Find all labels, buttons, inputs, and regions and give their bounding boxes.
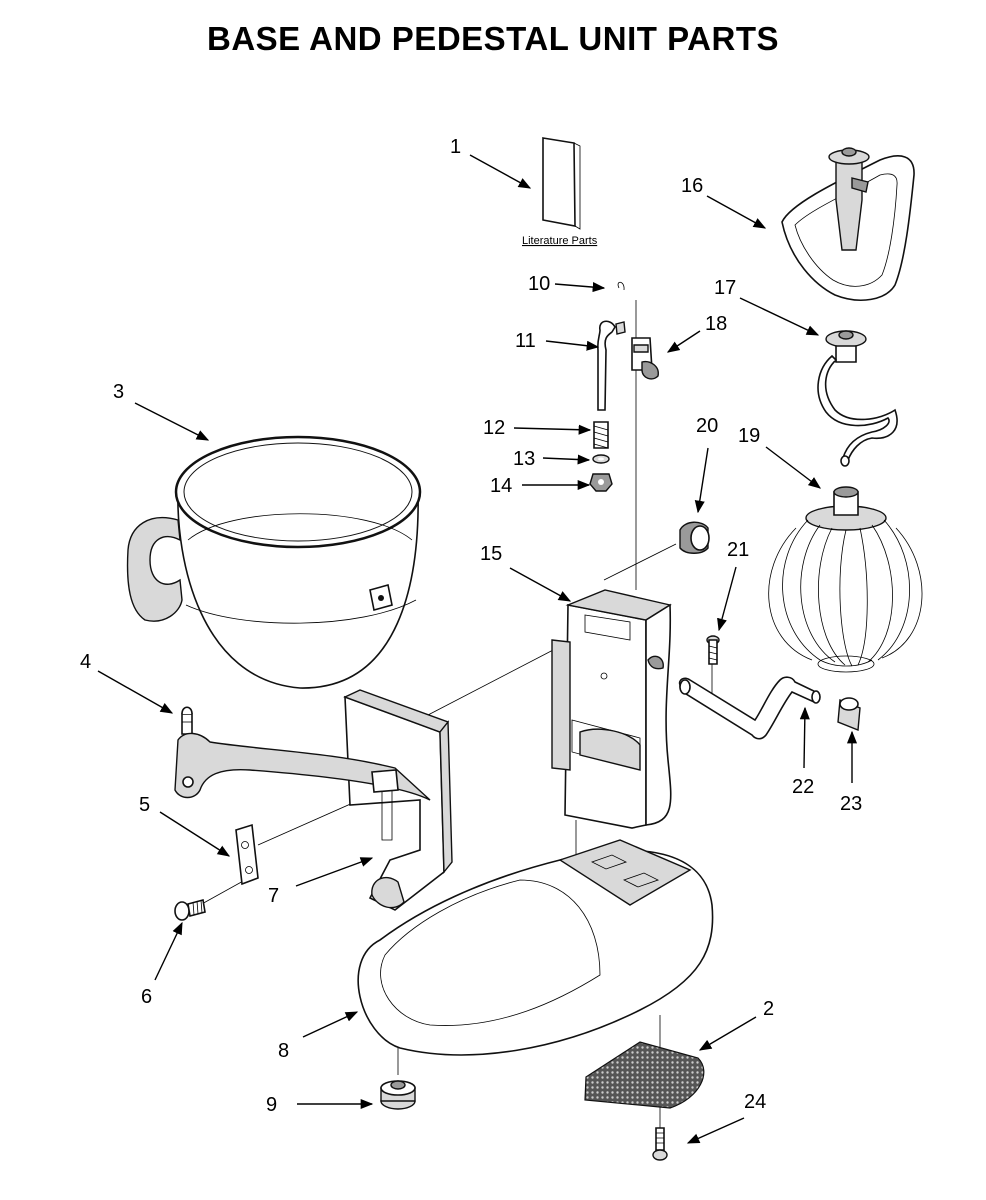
callout-3: 3 [113,381,124,403]
callout-12: 12 [483,417,505,439]
callout-15: 15 [480,543,502,565]
callout-9: 9 [266,1094,277,1116]
callout-16: 16 [681,175,703,197]
bowl-support-bracket [343,689,453,911]
callout-5: 5 [139,794,150,816]
callout-13: 13 [513,448,535,470]
callout-20: 20 [696,415,718,437]
lock-rod [596,320,616,411]
callout-10: 10 [528,273,550,295]
hinge-plate [235,823,259,886]
callout-4: 4 [80,651,91,673]
bowl-support-arm [174,732,431,801]
callout-14: 14 [490,475,512,497]
rubber-foot [380,1080,416,1110]
callout-arrows [97,154,858,1144]
callout-18: 18 [705,313,727,335]
bowl-pin [181,706,193,735]
knob [679,521,710,554]
crank-grip [837,697,861,731]
screw-24 [652,1127,668,1161]
callout-2: 2 [763,998,774,1020]
callout-22: 22 [792,776,814,798]
diagram-title: BASE AND PEDESTAL UNIT PARTS [207,20,779,57]
callout-8: 8 [278,1040,289,1062]
screw-21 [706,635,720,665]
wire-whip [768,486,923,673]
callout-7: 7 [268,885,279,907]
mixing-bowl [126,435,422,689]
crank-handle [678,676,821,740]
mixer-base [357,839,714,1056]
callout-19: 19 [738,425,760,447]
screw-6 [174,899,206,921]
base-mesh-pad [584,1041,705,1109]
callout-24: 24 [744,1091,766,1113]
callout-numbers: 1 10 11 18 12 13 14 3 16 17 19 20 15 21 … [80,136,862,1116]
lock-rod-assembly [589,281,626,492]
callout-11: 11 [515,330,536,352]
callout-23: 23 [840,793,862,815]
dough-hook [817,330,898,467]
retaining-clip [617,281,625,291]
lock-lever [631,337,659,380]
literature-parts-booklet: Literature Parts [522,137,598,247]
callout-6: 6 [141,986,152,1008]
callout-21: 21 [727,539,749,561]
callout-17: 17 [714,277,736,299]
flat-beater [781,147,915,301]
pedestal-housing [551,589,672,829]
literature-parts-label: Literature Parts [522,235,598,247]
callout-1: 1 [450,136,461,158]
